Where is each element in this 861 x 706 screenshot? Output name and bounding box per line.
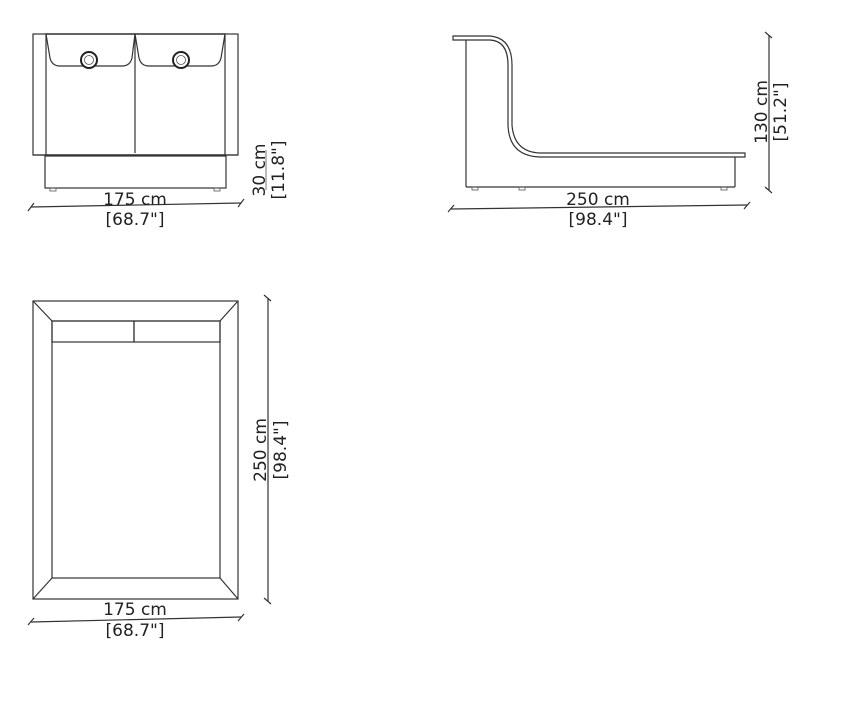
width-dimension-line — [30, 202, 242, 208]
side-view: 250 cm [98.4"] 130 cm [51.2"] — [447, 31, 791, 230]
pillow-left — [45, 33, 136, 67]
width-cm-label: 175 cm — [103, 190, 167, 210]
width-dimension-line — [30, 616, 242, 623]
front-view: 175 cm [68.7"] 30 cm [11.8"] — [27, 33, 289, 230]
mattress — [51, 320, 221, 579]
pillow-top-left — [51, 320, 135, 343]
logo-badge-right — [172, 51, 190, 69]
logo-badge-left — [80, 51, 98, 69]
width-in-label: [68.7"] — [106, 210, 165, 230]
bed-profile — [452, 35, 746, 158]
width-cm-label: 175 cm — [103, 600, 167, 620]
pillow-top-right — [133, 320, 221, 343]
height-cm-label: 130 cm — [752, 80, 772, 144]
height-in-label: [51.2"] — [771, 83, 791, 142]
height-in-label: [11.8"] — [269, 141, 289, 200]
pillow-right — [134, 33, 226, 67]
length-in-label: [98.4"] — [271, 421, 291, 480]
length-dimension-line — [450, 204, 748, 210]
bed-base — [44, 155, 227, 189]
height-cm-label: 30 cm — [250, 144, 270, 197]
length-cm-label: 250 cm — [251, 418, 271, 482]
length-cm-label: 250 cm — [566, 190, 630, 210]
frame-top — [32, 300, 239, 600]
width-in-label: [68.7"] — [106, 621, 165, 641]
length-in-label: [98.4"] — [569, 210, 628, 230]
top-view: 250 cm [98.4"] 175 cm [68.7"] — [27, 294, 291, 641]
